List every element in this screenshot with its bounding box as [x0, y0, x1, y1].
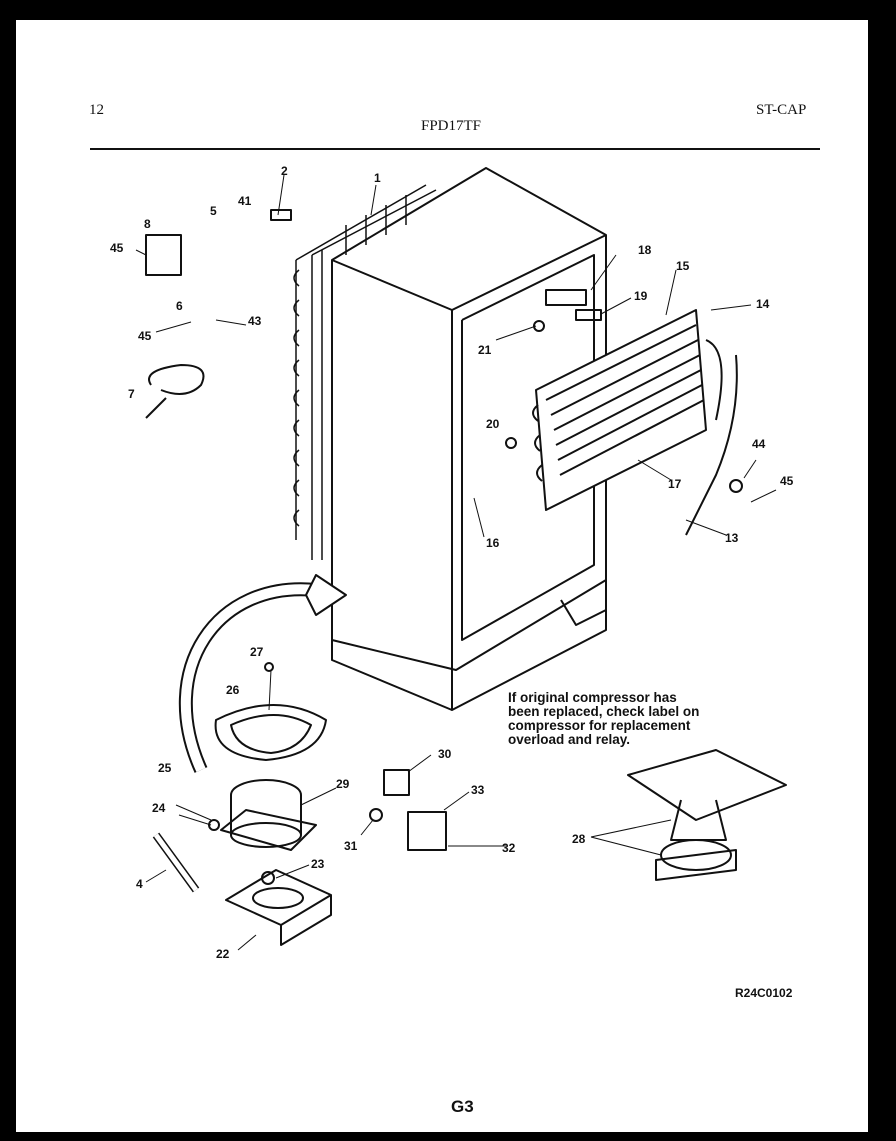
part-23: [261, 871, 275, 885]
evaporator-panel: [532, 309, 723, 511]
callout-45b: 45: [138, 329, 152, 343]
arrow-head: [305, 574, 347, 616]
callout-24: 24: [152, 801, 166, 815]
overload-33: [407, 811, 447, 851]
callout-25: 25: [158, 761, 172, 775]
callout-13: 13: [725, 531, 739, 545]
callout-6: 6: [176, 299, 183, 313]
callout-4: 4: [136, 877, 143, 891]
condenser-coil: [293, 184, 437, 560]
callout-15: 15: [676, 259, 690, 273]
callout-45a: 45: [110, 241, 124, 255]
callout-8: 8: [144, 217, 151, 231]
base-pan-26: [214, 704, 327, 761]
power-cord-7: [145, 364, 205, 419]
callout-1: 1: [374, 171, 381, 185]
callout-20: 20: [486, 417, 500, 431]
callout-17: 17: [668, 477, 682, 491]
callout-44: 44: [752, 437, 766, 451]
part-27: [264, 662, 274, 672]
callout-21: 21: [478, 343, 492, 357]
callout-29: 29: [336, 777, 350, 791]
callout-32: 32: [502, 841, 516, 855]
callout-18: 18: [638, 243, 652, 257]
callout-14: 14: [756, 297, 770, 311]
part-21: [533, 320, 545, 332]
callout-30: 30: [438, 747, 452, 761]
drain-tube: [685, 354, 738, 536]
compressor-note: If original compressor has been replaced…: [508, 691, 699, 747]
note-line-3: compressor for replacement: [508, 718, 691, 733]
model-number: FPD17TF: [421, 118, 482, 134]
page-number: G3: [451, 1097, 474, 1116]
part-44: [729, 479, 743, 493]
callout-23: 23: [311, 857, 325, 871]
diagram-page: 12 FPD17TF ST-CAP: [16, 20, 868, 1132]
note-line-4: overload and relay.: [508, 732, 631, 747]
direction-arrow-fill: [180, 584, 317, 773]
exploded-parts-diagram: [135, 167, 787, 951]
drier-4: [152, 832, 200, 893]
part-20: [505, 437, 517, 449]
callout-43: 43: [248, 314, 262, 328]
callout-33: 33: [471, 783, 485, 797]
callout-28: 28: [572, 832, 586, 846]
relay-30: [383, 769, 410, 796]
note-line-2: been replaced, check label on: [508, 704, 700, 719]
callout-19: 19: [634, 289, 648, 303]
callout-labels: 1 2 41 5 8 45 6 43 45 7 18 15 19 14 21 2…: [110, 164, 794, 961]
header-rule: [90, 148, 820, 150]
callout-2: 2: [281, 164, 288, 178]
callout-22: 22: [216, 947, 230, 961]
callout-31: 31: [344, 839, 358, 853]
callout-41: 41: [238, 194, 252, 208]
section-code: ST-CAP: [756, 102, 807, 118]
part-31: [369, 808, 383, 822]
cabinet-illustration: [331, 167, 607, 711]
callout-7: 7: [128, 387, 135, 401]
drawing-code: R24C0102: [735, 986, 793, 1000]
note-line-1: If original compressor has: [508, 690, 677, 705]
part-24: [208, 819, 220, 831]
part-19: [575, 309, 602, 321]
compressor: [220, 779, 317, 851]
part-2: [270, 209, 292, 221]
callout-45c: 45: [780, 474, 794, 488]
callout-27: 27: [250, 645, 264, 659]
page-ref: 12: [89, 102, 104, 118]
callout-5: 5: [210, 204, 217, 218]
leader-lines: [135, 174, 777, 951]
callout-16: 16: [486, 536, 500, 550]
callout-26: 26: [226, 683, 240, 697]
bracket-22: [225, 869, 332, 946]
part-18: [545, 289, 587, 306]
